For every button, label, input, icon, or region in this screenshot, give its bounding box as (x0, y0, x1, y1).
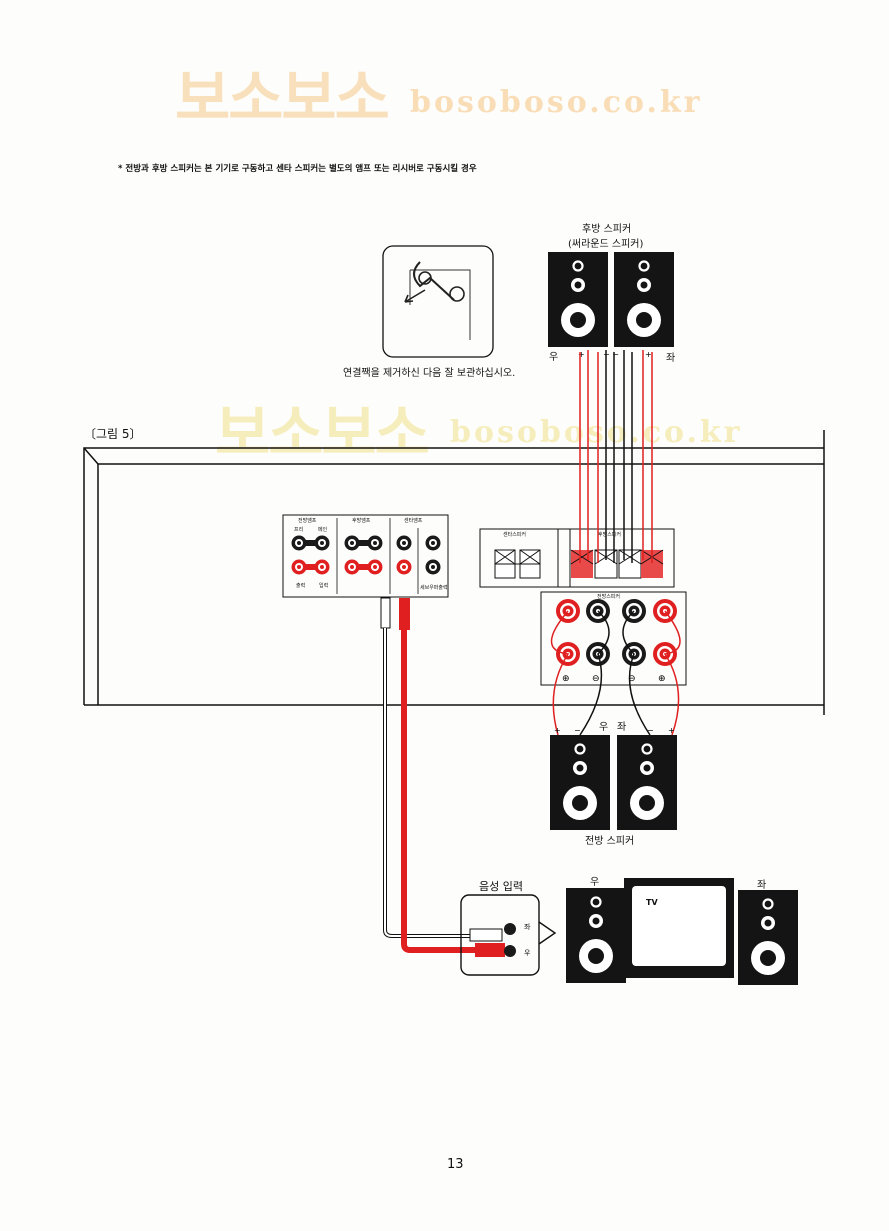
jumper-inset (382, 245, 494, 358)
panel-rear-speaker-label: 후방스피커 (598, 532, 622, 538)
watermark-korean-mid: 보소보소 (215, 399, 430, 469)
front-left-label: 좌 (617, 722, 627, 733)
front-speaker-right (548, 733, 612, 832)
pre-main-terminals (282, 514, 449, 598)
watermark-latin-mid: bosoboso.co.kr (450, 415, 743, 450)
svg-text:+: + (554, 726, 561, 735)
panel-rear-amp-label: 후방앰프 (352, 518, 371, 524)
rear-left-label: 좌 (666, 353, 676, 364)
tv-left-label: 좌 (757, 880, 767, 891)
svg-text:−: − (574, 726, 581, 735)
panel-center-speaker-label: 센타스피커 (503, 532, 527, 538)
rear-speaker-left (612, 250, 676, 349)
svg-text:+: + (668, 726, 675, 735)
rear-polarity-marks: + − − + (578, 350, 652, 359)
svg-text:⊕: ⊕ (658, 674, 666, 684)
panel-main-label: 메인 (318, 527, 328, 533)
svg-text:⊖: ⊖ (628, 674, 636, 684)
svg-text:⊖: ⊖ (592, 674, 600, 684)
front-right-label: 우 (599, 722, 609, 733)
front-polarity-marks: + − − + (554, 726, 675, 735)
front-speaker-posts: ⊕ ⊖ ⊖ ⊕ (540, 591, 687, 686)
figure-label: 〔그림 5〕 (84, 427, 142, 441)
panel-front-amp-label: 전방앰프 (298, 518, 317, 524)
tv-label: TV (646, 898, 658, 907)
rear-right-label: 우 (549, 352, 559, 363)
tv-set (624, 878, 734, 978)
panel-woofer-label: 세브우퍼출력 (420, 585, 448, 591)
audio-input-title: 음성 입력 (479, 880, 523, 893)
front-speaker-title: 전방 스피커 (585, 836, 635, 847)
svg-text:+: + (578, 350, 585, 359)
watermark-latin-top: bosoboso.co.kr (410, 85, 703, 120)
svg-text:+: + (645, 350, 652, 359)
tv-right-label: 우 (590, 877, 600, 888)
panel-pre-label: 프리 (294, 527, 304, 533)
rear-speaker-right (546, 250, 610, 349)
audio-input-box (460, 894, 557, 976)
rear-speaker-subtitle: (써라운드 스피커) (568, 239, 644, 250)
front-speaker-wires (550, 610, 681, 736)
audio-input-left-label: 좌 (524, 923, 531, 931)
svg-text:−: − (647, 726, 654, 735)
audio-input-right-label: 우 (524, 949, 531, 957)
tv-speaker-right (564, 886, 628, 985)
rca-cables (380, 597, 480, 953)
panel-in-label: 입력 (319, 583, 329, 589)
receiver-body (83, 430, 825, 715)
jumper-caption: 연결짹을 제거하신 다음 잘 보관하십시오. (343, 368, 516, 379)
front-speaker-left (615, 733, 679, 832)
svg-text:⊕: ⊕ (562, 674, 570, 684)
rear-speaker-title: 후방 스피커 (582, 224, 632, 235)
watermark-korean-top: 보소보소 (175, 64, 390, 134)
panel-front-speaker-label: 전방스피커 (597, 594, 621, 600)
panel-center-amp-label: 센타앰프 (404, 518, 423, 524)
svg-text:− −: − − (603, 350, 619, 359)
page-number: 13 (447, 1157, 464, 1172)
panel-out-label: 출력 (296, 583, 306, 589)
connection-note: * 전방과 후방 스피커는 본 기기로 구동하고 센타 스피커는 별도의 앰프 … (118, 164, 477, 174)
tv-speaker-left (736, 888, 800, 987)
rear-speaker-wires (579, 350, 653, 563)
